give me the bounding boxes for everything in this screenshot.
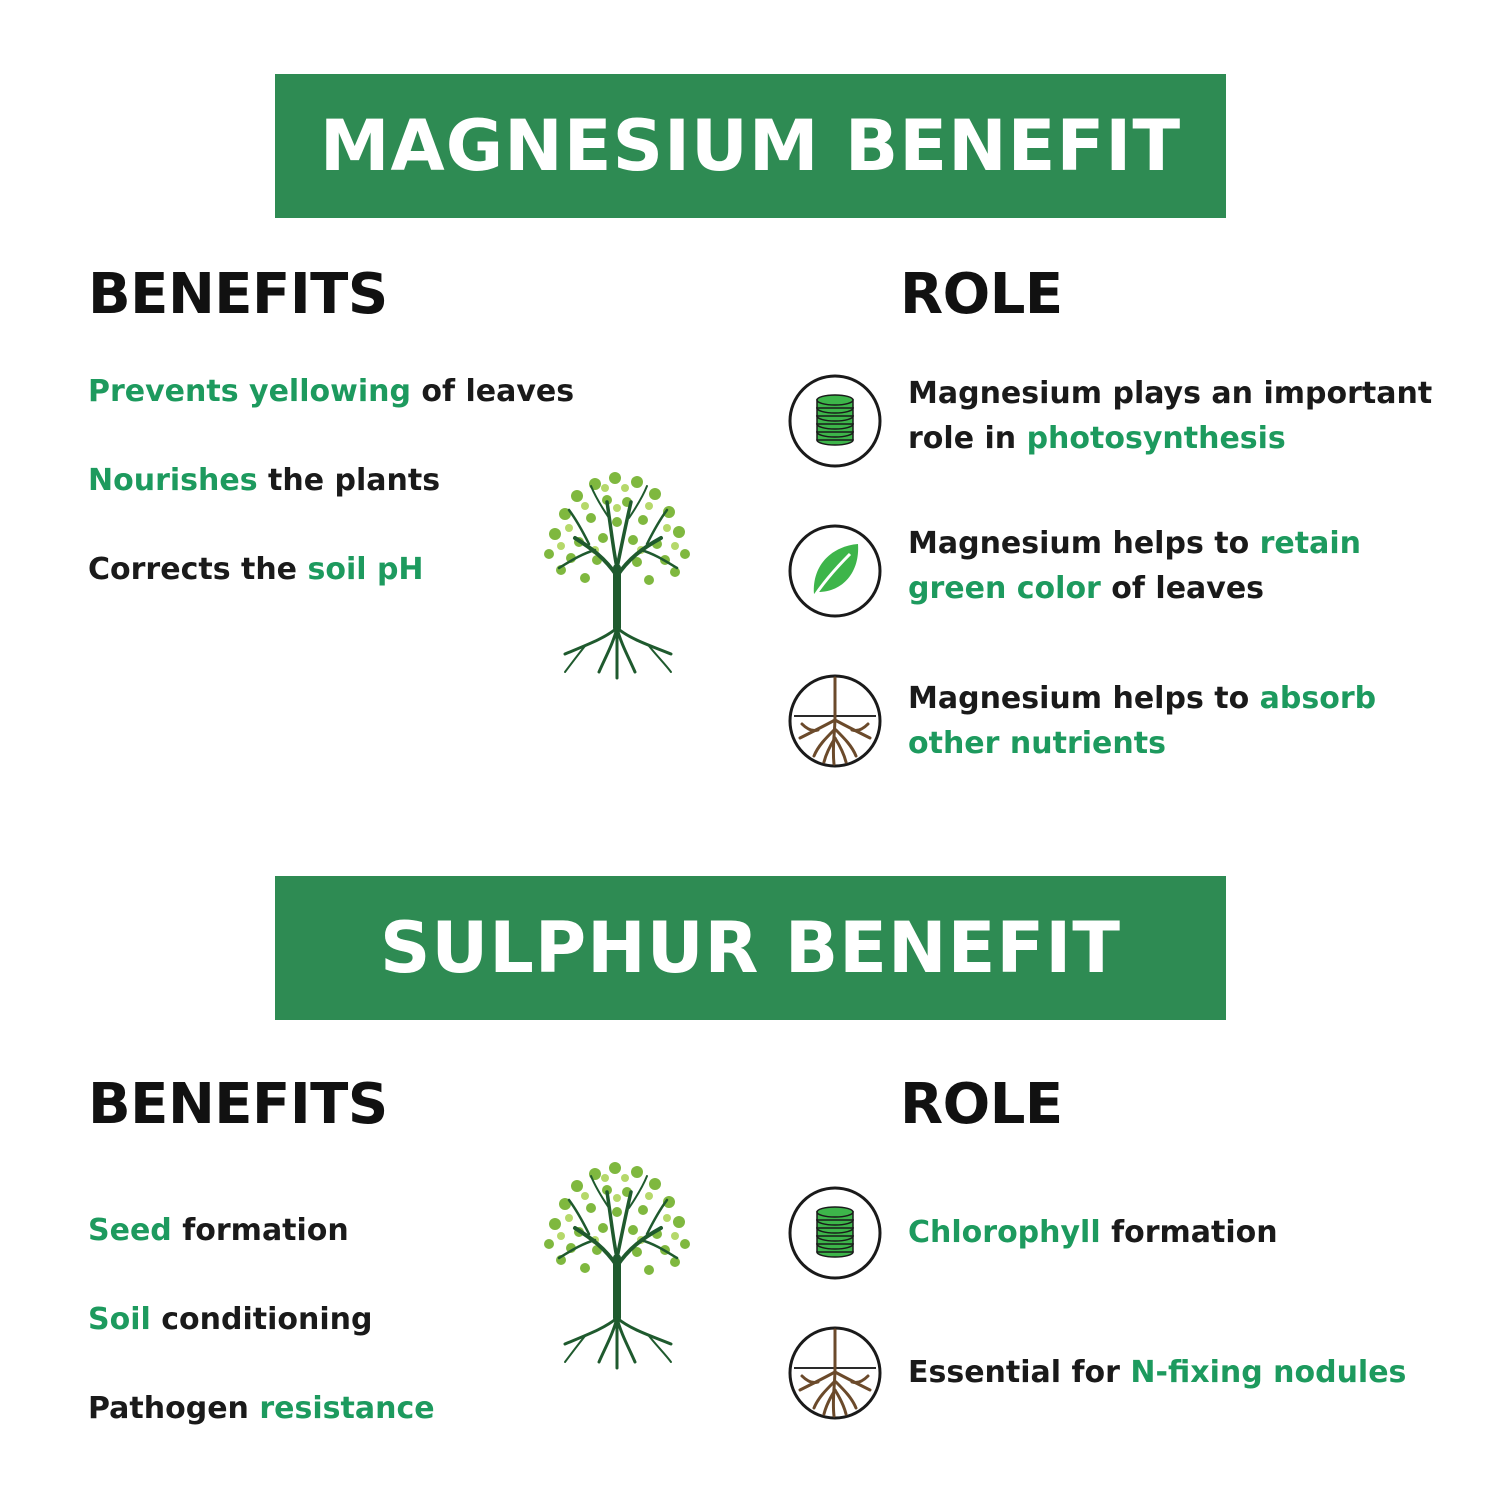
benefit-text: of leaves	[410, 374, 575, 409]
benefit-text: formation	[171, 1213, 349, 1248]
role-highlight: other nutrients	[908, 726, 1166, 761]
role-highlight: green color	[908, 571, 1101, 606]
magnesium-role-heading: ROLE	[900, 262, 1063, 327]
chlorophyll-stack-icon	[788, 374, 882, 468]
role-text: of leaves	[1100, 571, 1265, 606]
sulphur-banner-title: SULPHUR BENEFIT	[379, 907, 1122, 989]
role-text: Magnesium helps to	[908, 526, 1260, 561]
benefit-highlight: Nourishes	[88, 463, 258, 498]
roots-icon	[788, 674, 882, 768]
sulphur-banner: SULPHUR BENEFIT	[275, 876, 1226, 1020]
benefit-text: the plants	[257, 463, 441, 498]
roots-icon	[788, 1326, 882, 1420]
benefit-highlight: soil pH	[307, 552, 424, 587]
magnesium-role-3: Magnesium helps to absorb other nutrient…	[908, 676, 1376, 766]
tree-icon	[525, 458, 710, 683]
benefit-highlight: Soil	[88, 1302, 151, 1337]
magnesium-benefit-1: Prevents yellowing of leaves	[88, 374, 574, 409]
sulphur-benefits-heading: BENEFITS	[88, 1072, 388, 1137]
magnesium-benefit-3: Corrects the soil pH	[88, 552, 424, 587]
benefit-text: Corrects the	[88, 552, 308, 587]
magnesium-benefit-2: Nourishes the plants	[88, 463, 440, 498]
sulphur-benefit-2: Soil conditioning	[88, 1302, 372, 1337]
sulphur-benefit-1: Seed formation	[88, 1213, 349, 1248]
magnesium-role-2: Magnesium helps to retain green color of…	[908, 521, 1361, 611]
benefit-highlight: resistance	[259, 1391, 435, 1426]
magnesium-banner-title: MAGNESIUM BENEFIT	[319, 105, 1182, 187]
tree-icon	[525, 1148, 710, 1373]
leaf-icon	[788, 524, 882, 618]
sulphur-role-heading: ROLE	[900, 1072, 1063, 1137]
role-text: Magnesium plays an important	[908, 376, 1433, 411]
sulphur-role-2: Essential for N-fixing nodules	[908, 1350, 1406, 1395]
role-highlight: N-fixing nodules	[1130, 1355, 1407, 1390]
benefit-text: conditioning	[150, 1302, 373, 1337]
benefit-highlight: Prevents yellowing	[88, 374, 411, 409]
role-text: role in	[908, 421, 1027, 456]
magnesium-banner: MAGNESIUM BENEFIT	[275, 74, 1226, 218]
benefit-highlight: Seed	[88, 1213, 172, 1248]
sulphur-benefit-3: Pathogen resistance	[88, 1391, 435, 1426]
chlorophyll-stack-icon	[788, 1186, 882, 1280]
magnesium-role-1: Magnesium plays an important role in pho…	[908, 371, 1432, 461]
benefit-text: Pathogen	[88, 1391, 260, 1426]
role-highlight: Chlorophyll	[908, 1215, 1101, 1250]
role-text: Magnesium helps to	[908, 681, 1260, 716]
role-highlight: photosynthesis	[1026, 421, 1286, 456]
role-text: Essential for	[908, 1355, 1131, 1390]
role-text: formation	[1100, 1215, 1278, 1250]
role-highlight: absorb	[1259, 681, 1377, 716]
role-highlight: retain	[1259, 526, 1362, 561]
sulphur-role-1: Chlorophyll formation	[908, 1210, 1278, 1255]
magnesium-benefits-heading: BENEFITS	[88, 262, 388, 327]
